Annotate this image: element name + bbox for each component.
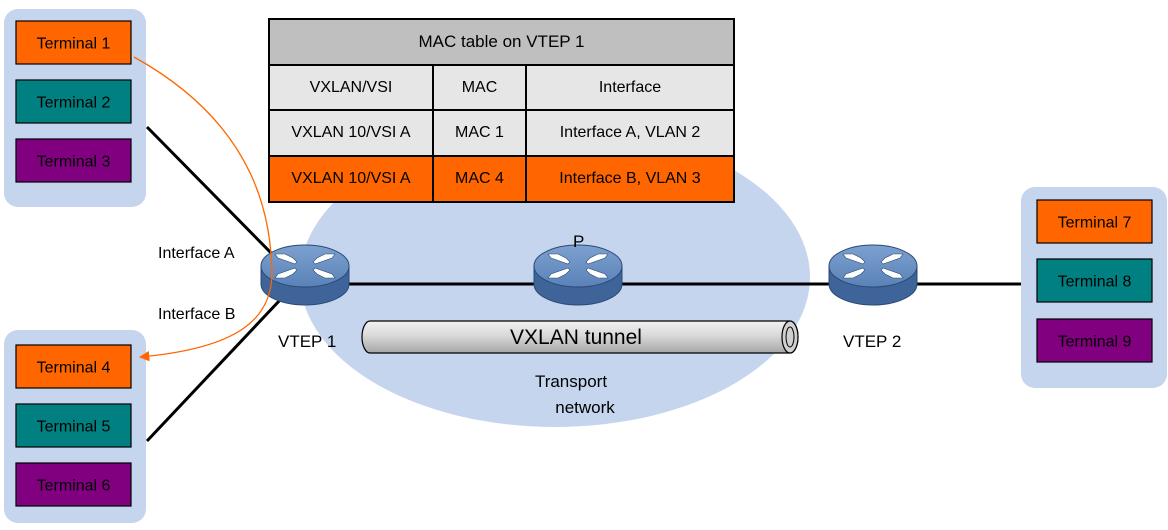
terminal-label: Terminal 8 [1058, 274, 1132, 291]
terminal-terminal-7: Terminal 7 [1036, 199, 1153, 244]
terminal-label: Terminal 5 [37, 419, 111, 436]
terminal-box [15, 403, 132, 448]
terminal-terminal-3: Terminal 3 [15, 138, 132, 183]
mac-table-header-interface: Interface [525, 64, 735, 111]
mac-table-cell-vsi: VXLAN 10/VSI A [268, 155, 434, 203]
terminal-box [15, 79, 132, 124]
router-arrows-icon [547, 253, 609, 279]
mac-table-header-mac: MAC [432, 64, 527, 111]
mac-table-header-vsi: VXLAN/VSI [268, 64, 434, 111]
mac-table-title: MAC table on VTEP 1 [268, 18, 735, 66]
mac-table-cell-interface: Interface A, VLAN 2 [525, 109, 735, 157]
terminal-box [1036, 318, 1153, 363]
terminal-box [15, 344, 132, 389]
terminal-label: Terminal 1 [37, 36, 111, 53]
vtep2-router-icon [828, 244, 918, 306]
mac-table-cell-mac: MAC 1 [432, 109, 527, 157]
terminal-terminal-4: Terminal 4 [15, 344, 132, 389]
p-label: P [573, 232, 584, 251]
terminal-box [15, 462, 132, 507]
vtep1-router-icon [260, 244, 350, 306]
interface-b-label: Interface B [158, 306, 235, 323]
mac-table: MAC table on VTEP 1 VXLAN/VSI MAC Interf… [268, 18, 735, 203]
mac-table-cell-interface: Interface B, VLAN 3 [525, 155, 735, 203]
forwarding-path-arrow [133, 56, 273, 362]
terminal-label: Terminal 7 [1058, 215, 1132, 232]
terminal-box [15, 138, 132, 183]
link-group1-vtep1 [145, 125, 282, 264]
vtep2-label: VTEP 2 [843, 332, 901, 351]
vtep1-label: VTEP 1 [278, 332, 336, 351]
router-arrows-icon [842, 253, 904, 279]
terminal-label: Terminal 9 [1058, 334, 1132, 351]
router-arrows-icon [274, 253, 336, 279]
transport-network-label-line2: network [555, 398, 615, 417]
terminal-box [15, 20, 132, 65]
terminal-label: Terminal 3 [37, 154, 111, 171]
link-group2-vtep1 [145, 298, 282, 443]
terminal-terminal-6: Terminal 6 [15, 462, 132, 507]
mac-table-row: VXLAN 10/VSI A MAC 1 Interface A, VLAN 2 [268, 109, 735, 157]
vxlan-tunnel-label: VXLAN tunnel [510, 326, 642, 349]
terminal-terminal-9: Terminal 9 [1036, 318, 1153, 363]
terminal-terminal-5: Terminal 5 [15, 403, 132, 448]
mac-table-cell-mac: MAC 4 [432, 155, 527, 203]
mac-table-row-highlighted: VXLAN 10/VSI A MAC 4 Interface B, VLAN 3 [268, 155, 735, 203]
p-router-icon [533, 244, 623, 306]
vxlan-tunnel [361, 320, 799, 354]
terminal-label: Terminal 4 [37, 360, 111, 377]
terminal-label: Terminal 6 [37, 478, 111, 495]
mac-table-cell-vsi: VXLAN 10/VSI A [268, 109, 434, 157]
terminal-terminal-2: Terminal 2 [15, 79, 132, 124]
terminal-box [1036, 258, 1153, 303]
terminal-terminal-1: Terminal 1 [15, 20, 132, 65]
terminal-terminal-8: Terminal 8 [1036, 258, 1153, 303]
terminal-label: Terminal 2 [37, 95, 111, 112]
transport-network-label-line1: Transport [535, 372, 607, 391]
terminal-box [1036, 199, 1153, 244]
interface-a-label: Interface A [158, 245, 235, 262]
